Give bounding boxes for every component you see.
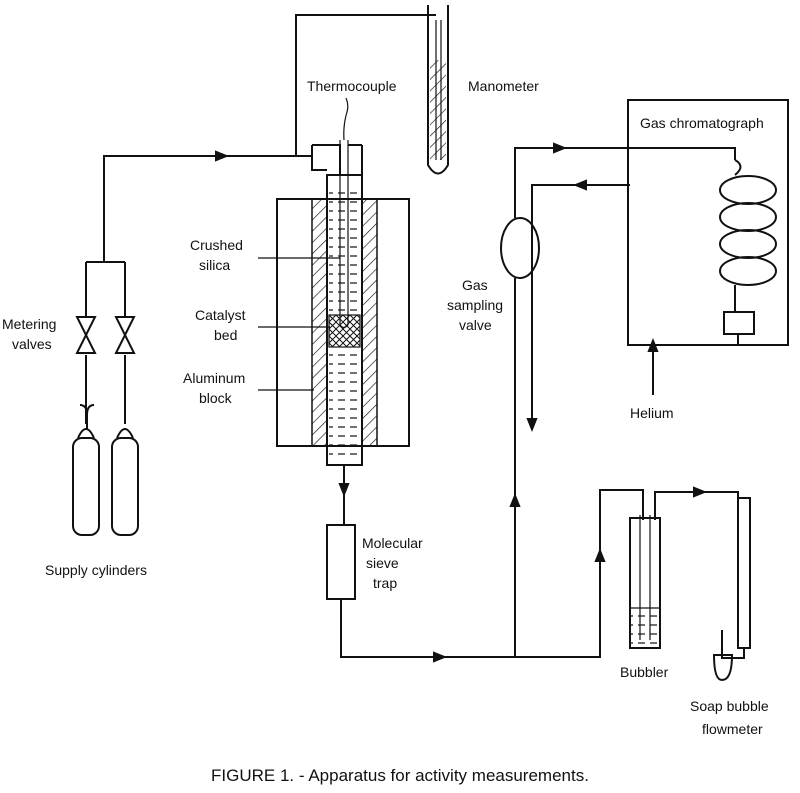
reactor — [276, 97, 410, 525]
label-helium: Helium — [630, 405, 674, 421]
gas-chromatograph — [627, 99, 789, 346]
figure-caption: FIGURE 1. - Apparatus for activity measu… — [211, 766, 589, 785]
leader-lines — [258, 257, 340, 391]
label-supply-cylinders: Supply cylinders — [45, 562, 147, 578]
label-gas-sampling-valve-2: sampling — [447, 297, 503, 313]
labels: Thermocouple Manometer Gas chromatograph… — [2, 78, 769, 737]
label-gas-sampling-valve-3: valve — [459, 317, 492, 333]
label-thermocouple: Thermocouple — [307, 78, 397, 94]
supply-cylinders — [72, 404, 139, 536]
label-metering-valves-2: valves — [12, 336, 52, 352]
label-metering-valves-1: Metering — [2, 316, 56, 332]
label-catalyst-bed-2: bed — [214, 327, 237, 343]
label-aluminum-block-1: Aluminum — [183, 370, 245, 386]
label-manometer: Manometer — [468, 78, 539, 94]
molecular-sieve-trap — [326, 524, 515, 663]
label-catalyst-bed-1: Catalyst — [195, 307, 246, 323]
feed-line — [103, 150, 312, 262]
label-bubbler: Bubbler — [620, 664, 669, 680]
label-gas-sampling-valve-1: Gas — [462, 277, 488, 293]
label-molecular-sieve-trap-2: sieve — [366, 555, 399, 571]
metering-valves — [75, 261, 136, 424]
label-molecular-sieve-trap-3: trap — [373, 575, 397, 591]
label-gas-chromatograph: Gas chromatograph — [640, 115, 764, 131]
label-soap-bubble-1: Soap bubble — [690, 698, 769, 714]
manometer — [295, 5, 449, 175]
catalyst-bed — [328, 314, 361, 348]
label-molecular-sieve-trap-1: Molecular — [362, 535, 423, 551]
label-crushed-silica-2: silica — [199, 257, 230, 273]
label-aluminum-block-2: block — [199, 390, 233, 406]
bubbler — [515, 486, 739, 658]
soap-bubble-flowmeter — [712, 497, 751, 682]
gas-sampling-valve — [500, 142, 736, 657]
label-soap-bubble-2: flowmeter — [702, 721, 763, 737]
label-crushed-silica-1: Crushed — [190, 237, 243, 253]
